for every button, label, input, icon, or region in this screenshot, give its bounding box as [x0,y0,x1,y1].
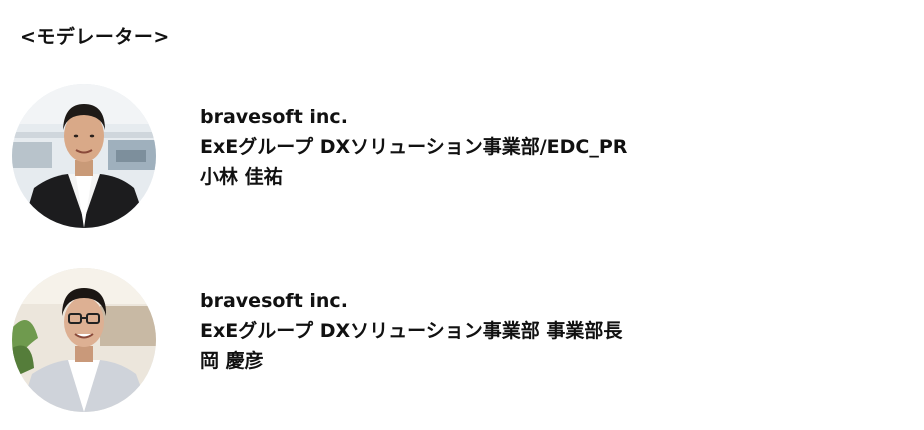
department-title: ExEグループ DXソリューション事業部/EDC_PR [200,136,628,158]
moderator-card: bravesoft inc. ExEグループ DXソリューション事業部/EDC_… [12,84,892,230]
moderator-info: bravesoft inc. ExEグループ DXソリューション事業部 事業部長… [200,286,622,376]
moderator-card: bravesoft inc. ExEグループ DXソリューション事業部 事業部長… [12,268,892,414]
avatar [12,84,156,228]
avatar [12,268,156,412]
person-photo-icon [12,268,156,412]
moderator-info: bravesoft inc. ExEグループ DXソリューション事業部/EDC_… [200,102,627,192]
person-photo-icon [12,84,156,228]
person-name: 岡 慶彦 [200,350,264,372]
department-title: ExEグループ DXソリューション事業部 事業部長 [200,320,623,342]
person-name: 小林 佳祐 [200,166,283,188]
section-heading: <モデレーター> [20,26,170,48]
company-name: bravesoft inc. [200,106,348,128]
company-name: bravesoft inc. [200,290,348,312]
